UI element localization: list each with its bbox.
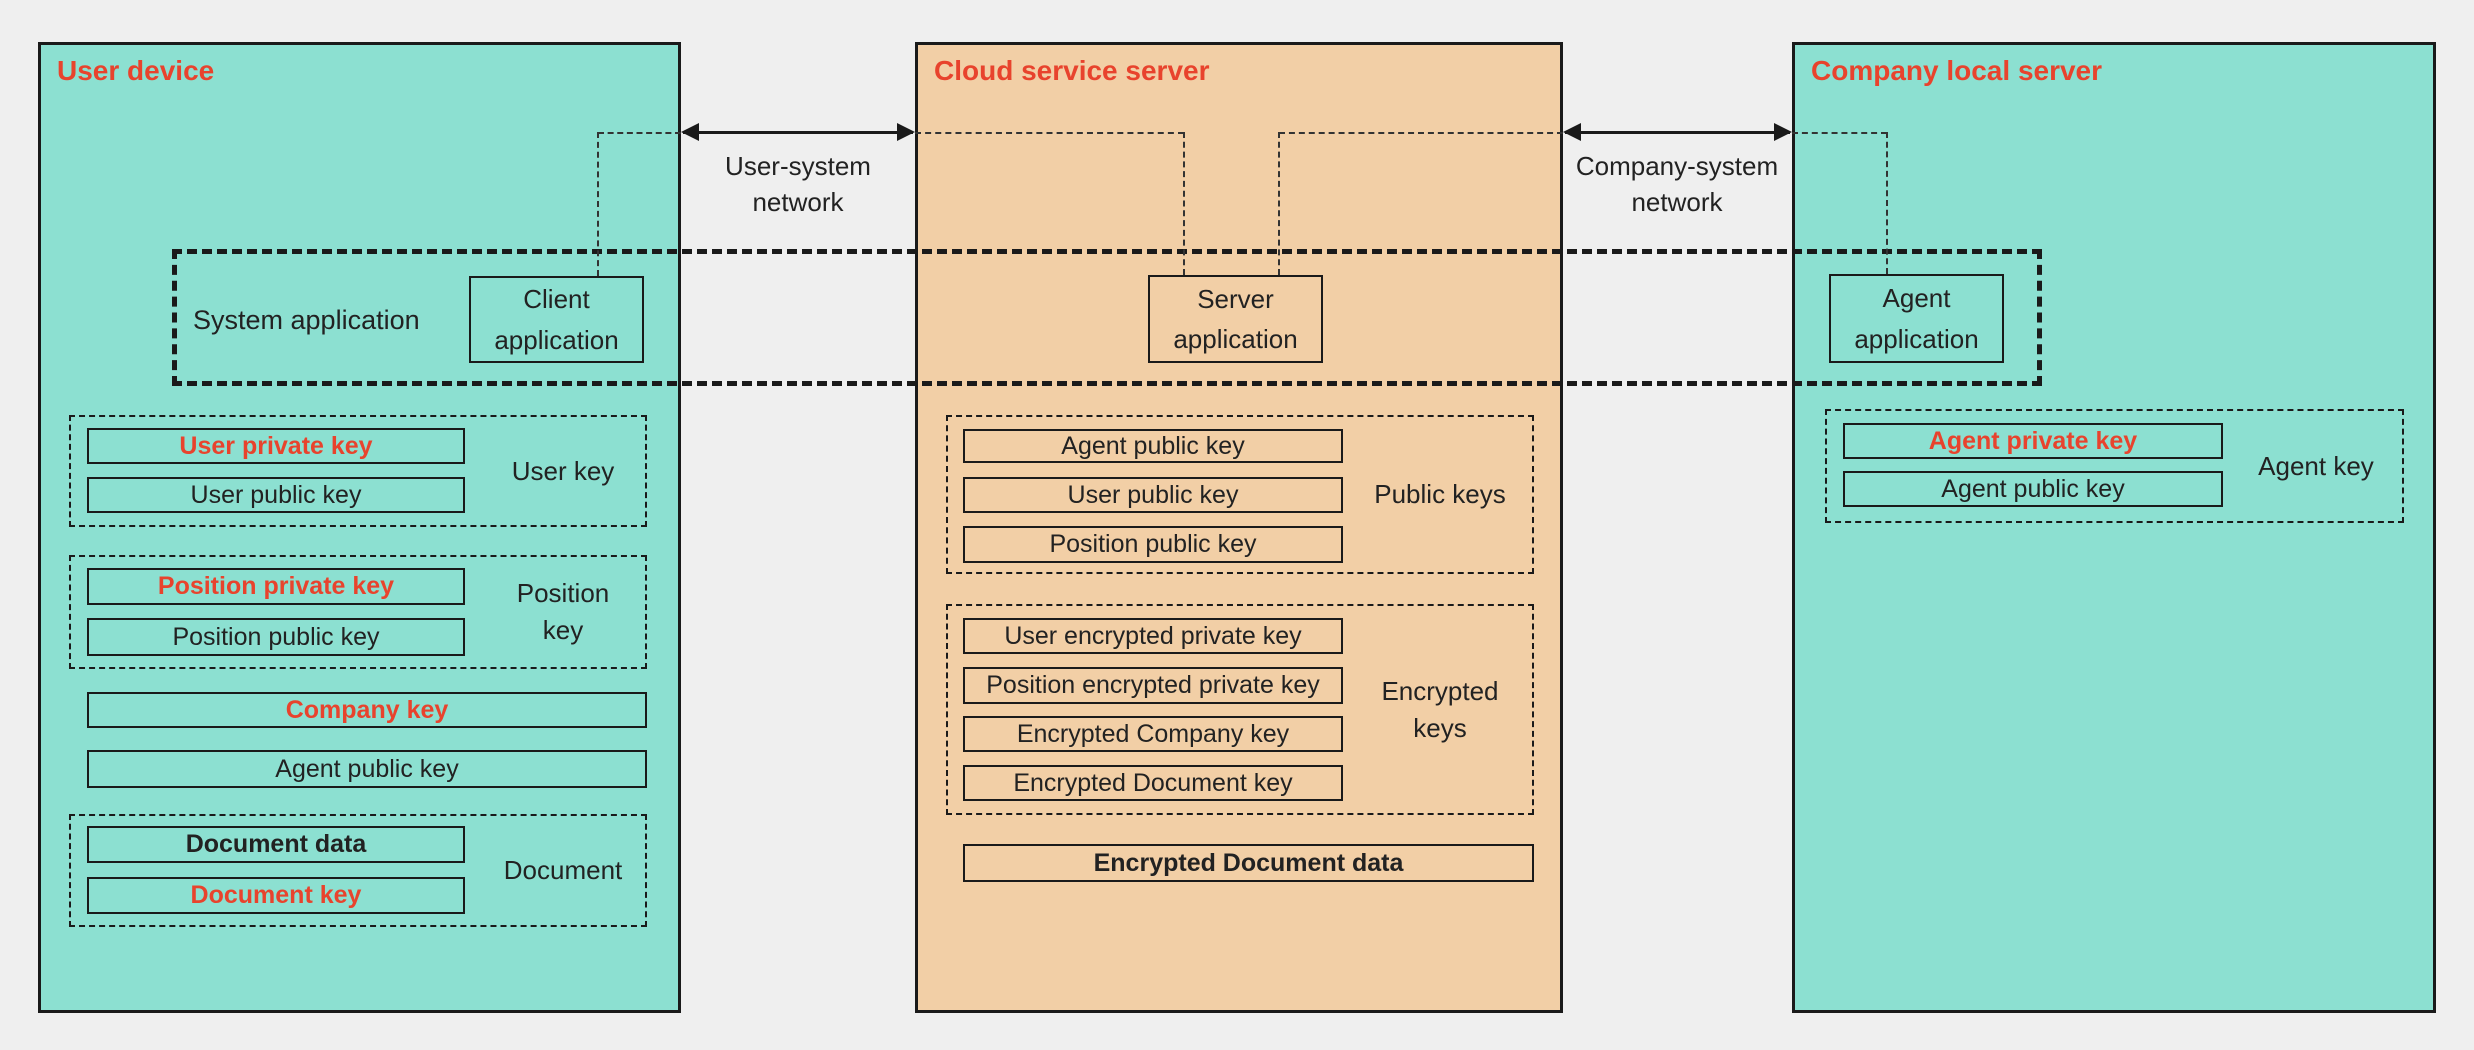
document-data-box: Document data [87,826,465,863]
connector-agent-app-vertical [1886,132,1888,274]
position-key-group-label: Position key [516,578,610,645]
user-key-group-label: User key [511,456,615,486]
connector-server-app-right-vertical [1278,132,1280,275]
user-public-key-box: User public key [87,477,465,513]
position-encrypted-private-key-box: Position encrypted private key [963,667,1343,704]
connector-agent-app-horizontal [1792,132,1887,134]
document-group [69,814,647,927]
agent-private-key-box: Agent private key [1843,423,2223,459]
encrypted-keys-group-label: Encrypted keys [1381,676,1499,743]
agent-public-key-box-user-device: Agent public key [87,750,647,788]
position-key-group [69,555,647,669]
document-group-label: Document [503,855,623,885]
position-public-key-box: Position public key [87,618,465,656]
connector-server-app-left-horizontal [915,132,1184,134]
connector-server-app-right-horizontal [1279,132,1563,134]
company-system-network-label: Company-system network [1575,151,1779,217]
system-application-label: System application [193,305,420,335]
public-keys-group [946,415,1534,574]
encrypted-document-data-box: Encrypted Document data [963,844,1534,882]
user-device-title: User device [57,55,215,86]
agent-key-group [1825,409,2404,523]
user-private-key-box: User private key [87,428,465,464]
encrypted-company-key-box: Encrypted Company key [963,716,1343,752]
encrypted-keys-group [946,604,1534,815]
position-private-key-box: Position private key [87,568,465,605]
system-application-boundary [172,249,2042,386]
user-key-group [69,415,647,527]
user-system-network-label: User-system network [725,151,871,217]
document-key-box: Document key [87,877,465,914]
connector-server-app-left-vertical [1183,132,1185,275]
company-key-box: Company key [87,692,647,728]
user-public-key-box-cloud: User public key [963,477,1343,513]
user-system-network-arrow [681,123,915,141]
cloud-service-server-title: Cloud service server [934,55,1210,86]
agent-public-key-box-company: Agent public key [1843,471,2223,507]
server-application-box: Server application [1148,275,1323,363]
connector-client-app-vertical [597,132,599,276]
position-public-key-box-cloud: Position public key [963,526,1343,563]
agent-key-group-label: Agent key [2258,451,2374,481]
company-local-server-title: Company local server [1811,55,2103,86]
agent-application-box: Agent application [1829,274,2004,363]
company-local-server-panel: Company local server [1792,42,2436,1013]
connector-client-app-horizontal [598,132,681,134]
user-device-panel: User device [38,42,681,1013]
user-encrypted-private-key-box: User encrypted private key [963,618,1343,654]
agent-public-key-box-cloud: Agent public key [963,429,1343,463]
company-system-network-arrow [1563,123,1792,141]
client-application-box: Client application [469,276,644,363]
public-keys-group-label: Public keys [1374,479,1506,509]
encrypted-document-key-box: Encrypted Document key [963,765,1343,801]
